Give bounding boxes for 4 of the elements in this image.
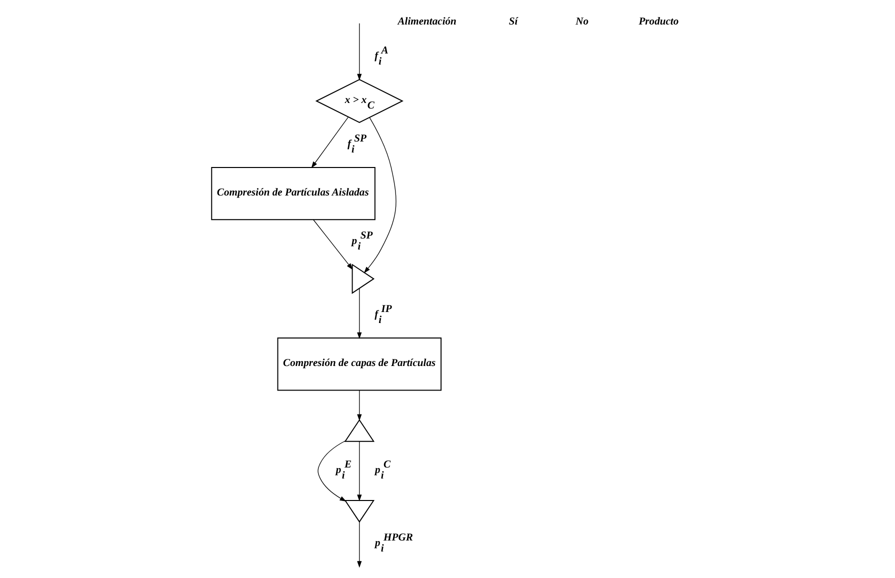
- label: Producto: [638, 16, 678, 28]
- label: Sí: [508, 16, 518, 28]
- label: Alimentación: [397, 16, 456, 28]
- label: No: [575, 16, 588, 28]
